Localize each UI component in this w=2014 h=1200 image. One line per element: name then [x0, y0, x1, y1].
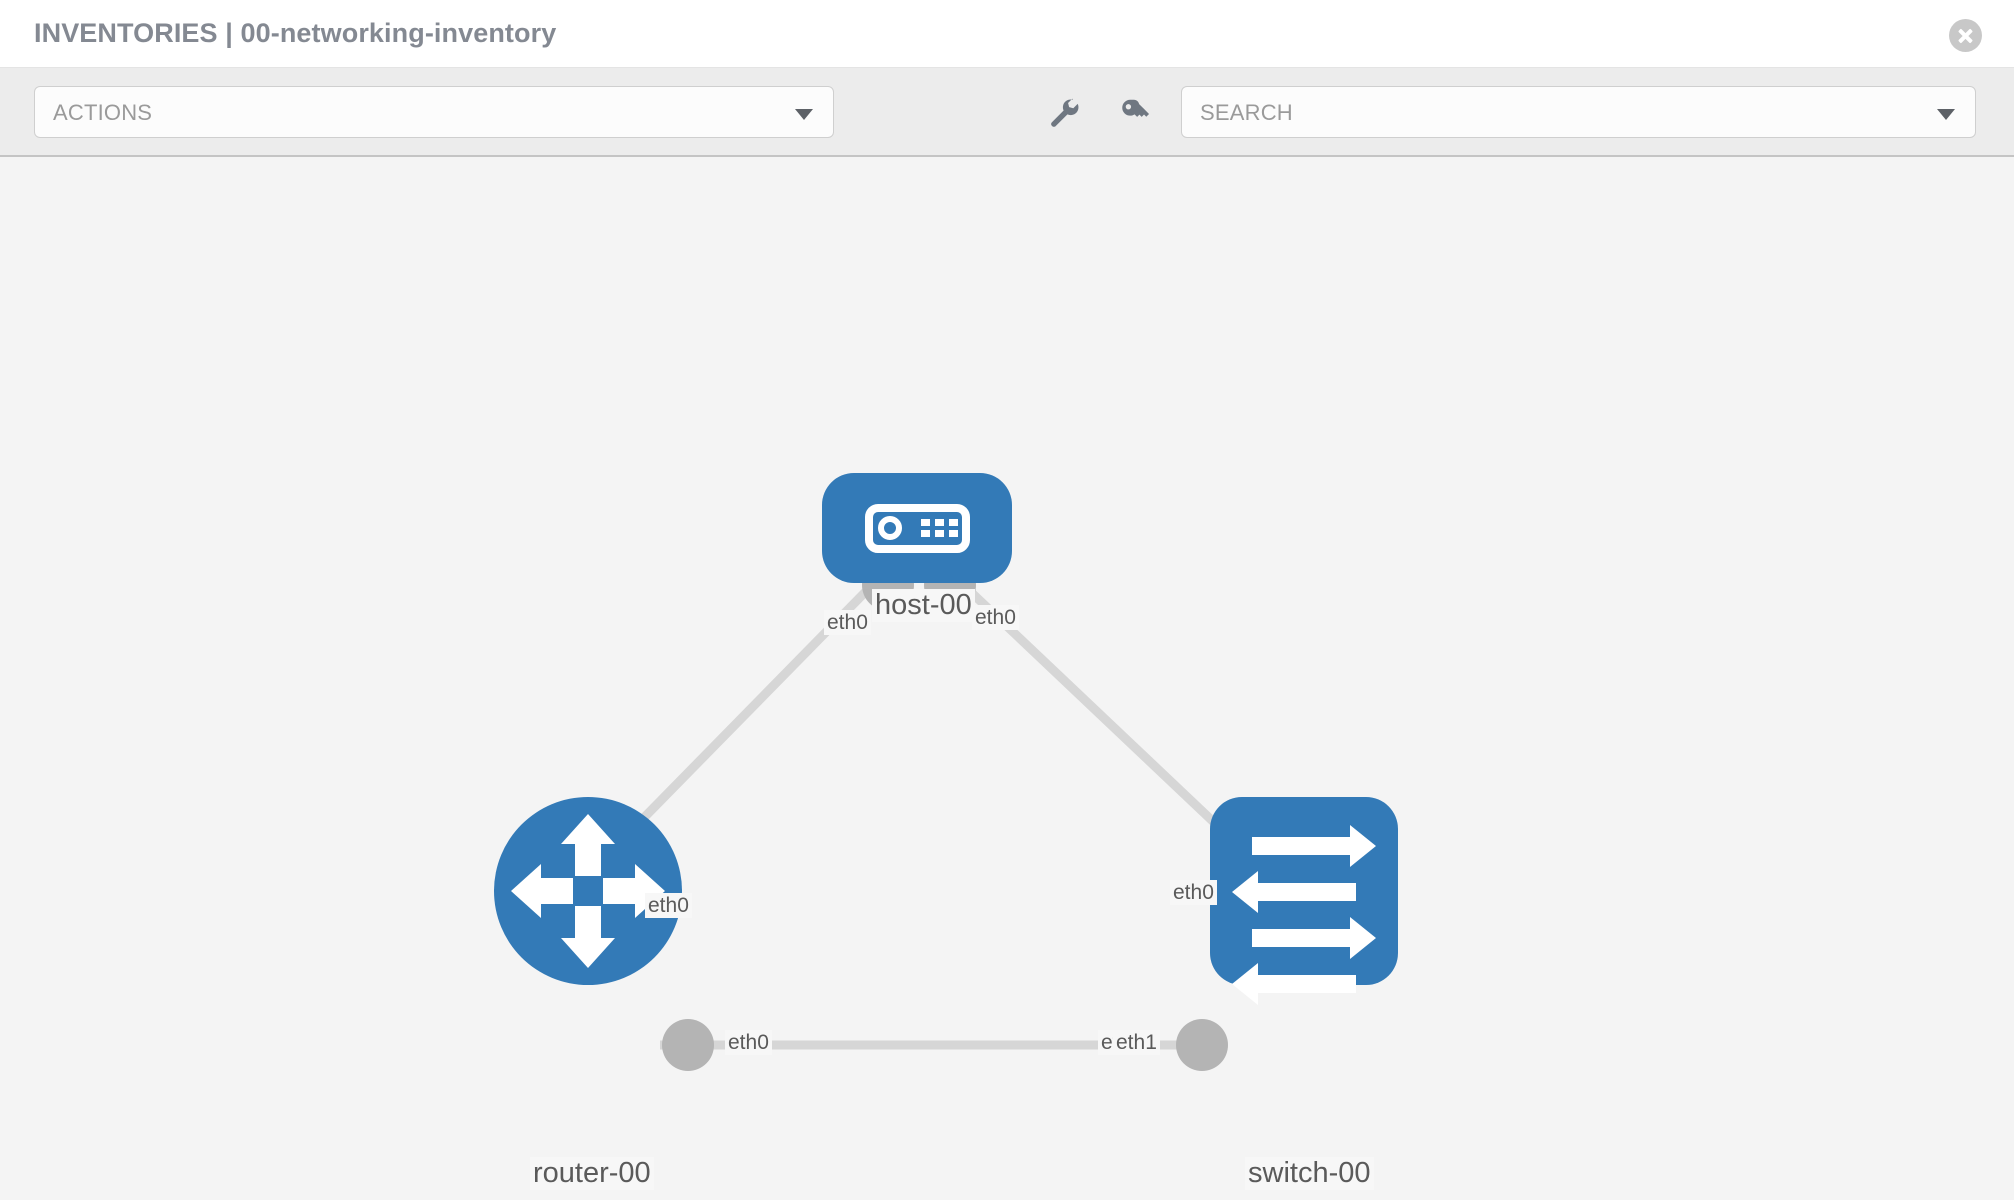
node-label-host-00: host-00 [872, 589, 975, 622]
port-label-host-eth0-left: eth0 [824, 610, 871, 635]
node-label-switch-00: switch-00 [1245, 1157, 1374, 1190]
port-label-switch-up-eth0: eth0 [1170, 880, 1217, 905]
port-switch-eth1[interactable] [1176, 1019, 1228, 1071]
node-label-router-00: router-00 [530, 1157, 654, 1190]
node-host-00[interactable] [822, 473, 1012, 583]
toolbar: ACTIONS SEARCH [0, 68, 2014, 157]
port-router-eth0[interactable] [662, 1019, 714, 1071]
port-label-switch-eth1: eth1 [1113, 1030, 1160, 1055]
actions-dropdown-label: ACTIONS [53, 100, 153, 125]
page-title: INVENTORIES | 00-networking-inventory [34, 18, 557, 48]
node-switch-00[interactable] [1210, 797, 1398, 1005]
chevron-down-icon[interactable] [795, 109, 813, 120]
actions-dropdown[interactable]: ACTIONS [34, 86, 834, 138]
close-icon[interactable] [1949, 19, 1982, 52]
node-router-00[interactable] [494, 797, 682, 985]
search-input[interactable]: SEARCH [1181, 86, 1976, 138]
wrench-icon[interactable] [1048, 96, 1082, 130]
search-chevron-down-icon[interactable] [1937, 109, 1955, 120]
switch-arrows-icon [1232, 825, 1376, 1005]
port-label-router-up-eth0: eth0 [645, 893, 692, 918]
server-icon [865, 504, 970, 553]
port-label-host-eth0-right: eth0 [972, 605, 1019, 630]
search-placeholder: SEARCH [1200, 100, 1293, 125]
port-label-router-eth0: eth0 [725, 1030, 772, 1055]
page-header: INVENTORIES | 00-networking-inventory [0, 0, 2014, 68]
topology-canvas[interactable]: host-00 router-00 switch-00 eth0 eth0 et… [0, 157, 2014, 1200]
topology-graph [494, 473, 1398, 1071]
key-icon[interactable] [1118, 96, 1152, 130]
